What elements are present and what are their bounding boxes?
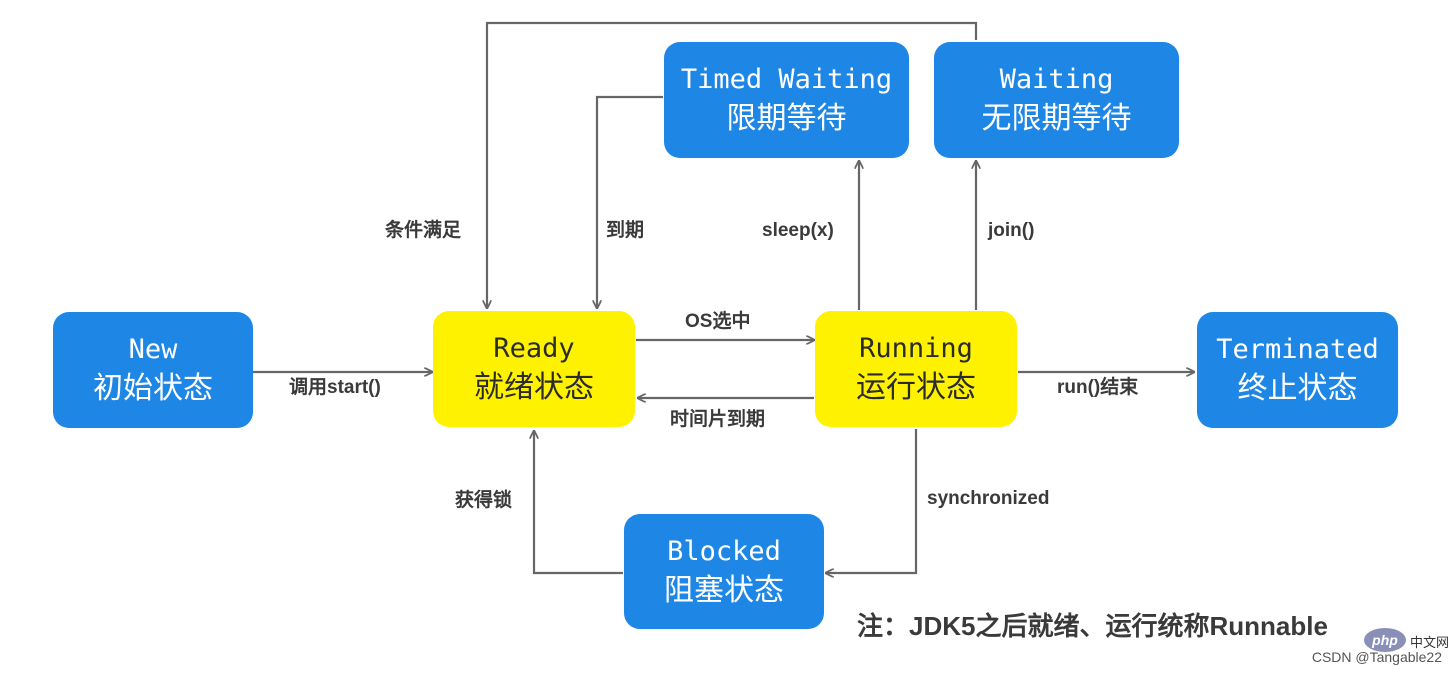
state-timed-waiting: Timed Waiting 限期等待 (664, 42, 909, 158)
label-expired: 到期 (606, 220, 645, 241)
state-terminated-en: Terminated (1216, 334, 1379, 365)
state-blocked-zh: 阻塞状态 (664, 572, 784, 608)
state-timed-waiting-zh: 限期等待 (726, 101, 847, 136)
arrow-timed-to-ready (597, 95, 663, 308)
arrow-waiting-to-ready (487, 21, 978, 308)
state-terminated: Terminated 终止状态 (1197, 312, 1398, 428)
state-running-en: Running (859, 333, 973, 364)
label-acquire-lock: 获得锁 (455, 490, 513, 511)
label-start: 调用start() (289, 377, 381, 398)
state-ready: Ready 就绪状态 (433, 311, 635, 427)
watermark-site: 中文网 (1410, 636, 1450, 651)
state-blocked: Blocked 阻塞状态 (624, 514, 824, 629)
label-timeslice: 时间片到期 (670, 409, 766, 430)
php-logo-badge: php (1364, 628, 1406, 652)
label-os-select: OS选中 (685, 311, 751, 332)
label-synchronized: synchronized (927, 488, 1050, 509)
state-waiting-zh: 无限期等待 (981, 101, 1132, 136)
label-condition: 条件满足 (385, 220, 462, 241)
state-ready-en: Ready (493, 333, 575, 364)
arrow-running-to-blocked (826, 429, 918, 573)
state-running-zh: 运行状态 (856, 370, 976, 405)
state-running: Running 运行状态 (815, 311, 1017, 427)
state-waiting: Waiting 无限期等待 (934, 42, 1179, 158)
state-waiting-en: Waiting (999, 64, 1114, 95)
label-sleep: sleep(x) (762, 220, 834, 241)
state-timed-waiting-en: Timed Waiting (680, 64, 893, 95)
state-new: New 初始状态 (53, 312, 253, 428)
state-new-en: New (128, 334, 178, 365)
label-join: join() (988, 220, 1035, 241)
arrow-blocked-to-ready (534, 431, 623, 575)
state-ready-zh: 就绪状态 (474, 370, 594, 405)
state-terminated-zh: 终止状态 (1237, 371, 1358, 406)
watermark-credit: CSDN @Tangable22 (1311, 649, 1442, 665)
footnote: 注：JDK5之后就绪、运行统称Runnable (857, 611, 1328, 641)
label-run-end: run()结束 (1057, 377, 1139, 398)
state-blocked-en: Blocked (667, 535, 781, 567)
state-new-zh: 初始状态 (93, 371, 213, 406)
